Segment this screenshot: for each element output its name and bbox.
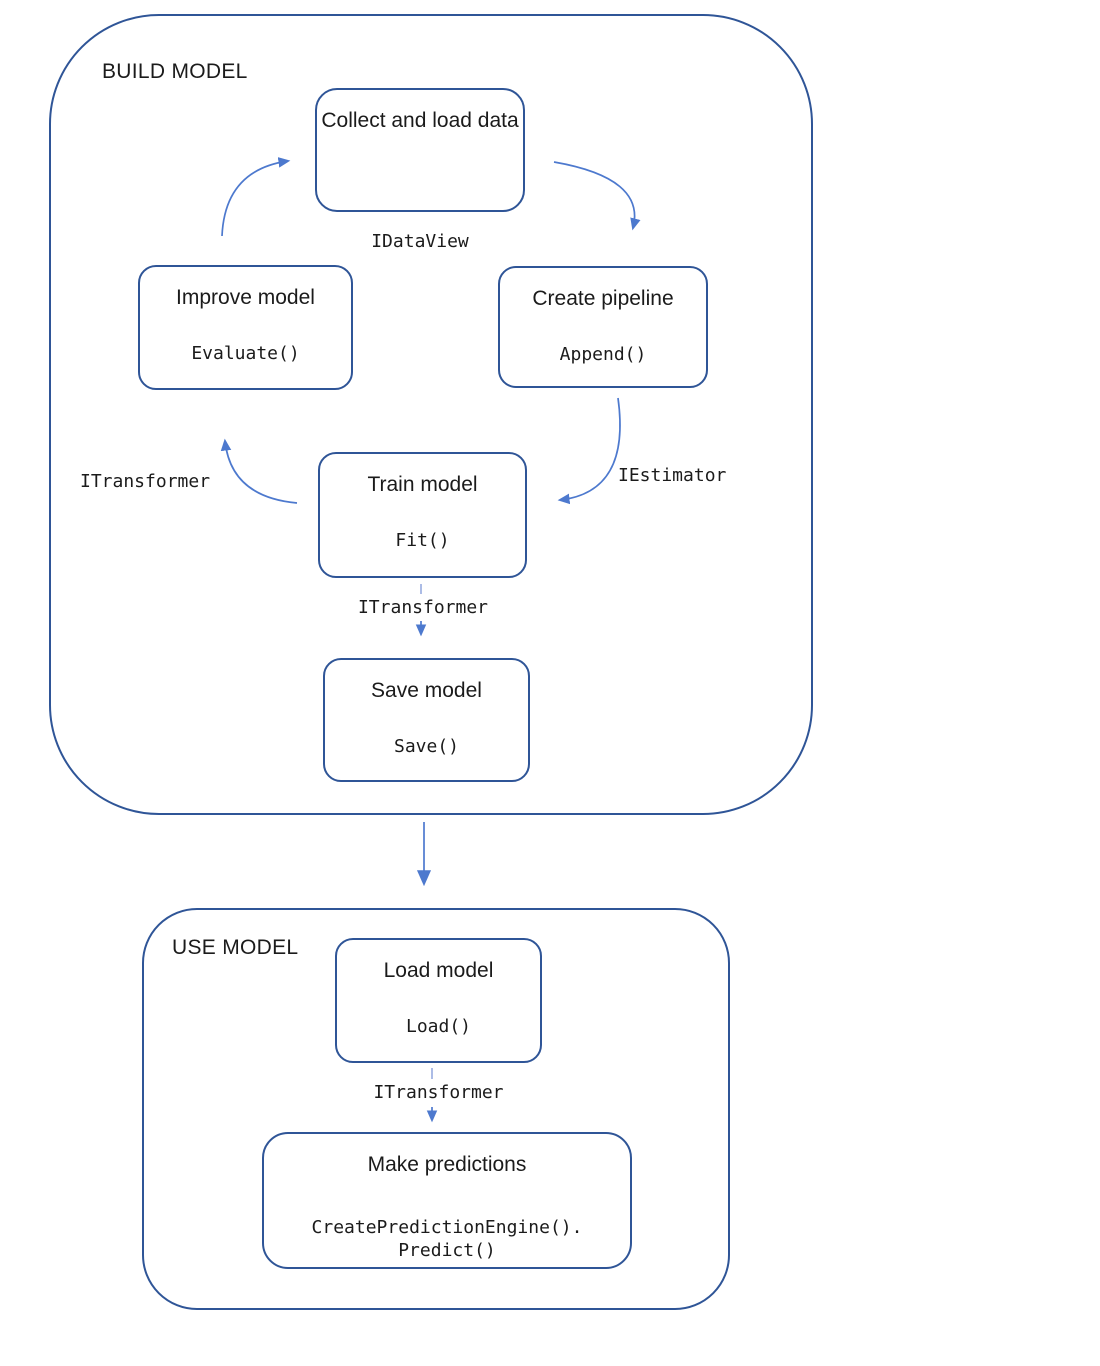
append-code-label: Append() [559,344,647,365]
save-code-label: Save() [393,736,460,757]
save-model-title: Save model [371,679,482,702]
make-predictions-title: Make predictions [367,1153,527,1176]
collect-and-load-data-box: Collect and load data [315,88,525,212]
create-prediction-engine-line1: CreatePredictionEngine(). [311,1217,583,1238]
evaluate-code-label: Evaluate() [191,343,300,364]
improve-model-title: Improve model [176,286,315,309]
itransformer-train-label: ITransformer [357,597,489,618]
use-model-container [142,908,730,1310]
load-code-label: Load() [405,1016,472,1037]
save-model-box: Save model Save() [323,658,530,782]
itransformer-use-label: ITransformer [373,1082,504,1103]
train-model-box: Train model Fit() [318,452,527,578]
idataview-label: IDataView [371,231,469,252]
load-model-title: Load model [383,959,494,982]
create-prediction-engine-line2: Predict() [398,1240,496,1261]
make-predictions-box: Make predictions CreatePredictionEngine(… [262,1132,632,1269]
iestimator-label: IEstimator [618,465,727,486]
build-model-container [49,14,813,815]
itransformer-left-label: ITransformer [80,471,211,492]
create-prediction-engine-code-label: CreatePredictionEngine(). Predict() [312,1216,583,1262]
use-model-label: USE MODEL [172,936,299,959]
load-model-box: Load model Load() [335,938,542,1063]
create-pipeline-title: Create pipeline [532,287,674,310]
build-model-label: BUILD MODEL [102,60,248,83]
train-model-title: Train model [367,473,478,496]
fit-code-label: Fit() [395,530,450,551]
collect-and-load-data-title: Collect and load data [321,109,519,132]
create-pipeline-box: Create pipeline Append() [498,266,708,388]
improve-model-box: Improve model Evaluate() [138,265,353,390]
